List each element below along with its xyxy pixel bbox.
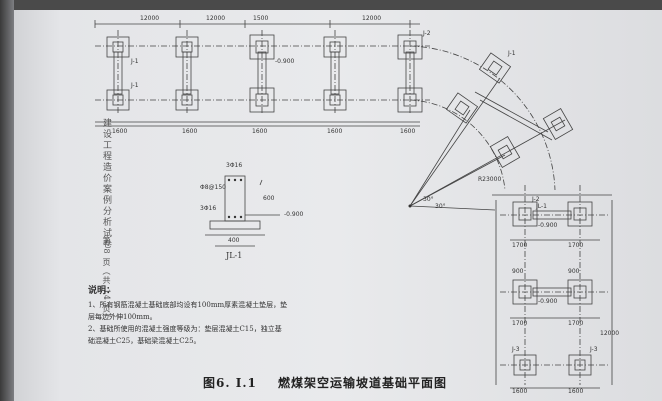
top-shadow xyxy=(0,0,662,10)
label-j1-a: J-1 xyxy=(131,58,139,65)
side-exam-title: 建设工程造价案例分析试卷 xyxy=(101,118,111,250)
dim-width-8: 900 xyxy=(512,268,524,275)
dim-width-1: 1600 xyxy=(112,128,128,135)
dim-width-4: 1600 xyxy=(327,128,343,135)
dim-width-9: 900 xyxy=(568,268,580,275)
section-bar-bot: 3Φ16 xyxy=(200,205,217,212)
section-bar-top: 3Φ16 xyxy=(226,162,243,169)
label-angle-a: 30° xyxy=(423,196,434,203)
dim-width-13: 1600 xyxy=(568,388,584,395)
dim-span-3: 12000 xyxy=(362,15,382,22)
notes-block: 说明： 1、所有钢筋混凝土基础底部均设有100mm厚素混凝土垫层，垫层每边外伸1… xyxy=(88,285,288,347)
notes-item-1: 1、所有钢筋混凝土基础底部均设有100mm厚素混凝土垫层，垫层每边外伸100mm… xyxy=(88,301,288,321)
dim-width-3: 1600 xyxy=(252,128,268,135)
dim-width-11: 1700 xyxy=(568,320,584,327)
dim-width-10: 1700 xyxy=(512,320,528,327)
label-j3-a: J-3 xyxy=(512,346,520,353)
section-stirrup: Φ8@150 xyxy=(200,184,226,191)
label-elev-b: -0.900 xyxy=(538,222,558,229)
section-elev: -0.900 xyxy=(284,211,304,218)
dim-width-2: 1600 xyxy=(182,128,198,135)
label-jl1: JL-1 xyxy=(536,203,547,210)
dim-mid-span: 1500 xyxy=(253,15,269,22)
label-j1-b: J-1 xyxy=(131,82,139,89)
side-page-number: 第 8 页（共 14 页） xyxy=(102,236,111,323)
figure-title: 燃煤架空运输坡道基础平面图 xyxy=(278,376,448,390)
label-elev-c: -0.900 xyxy=(538,298,558,305)
section-name: JL-1 xyxy=(226,251,243,260)
figure-number: 图6. Ⅰ.1 xyxy=(203,376,257,390)
label-elev-a: -0.900 xyxy=(275,58,295,65)
label-j3-b: J-3 xyxy=(590,346,598,353)
label-radius: R23000 xyxy=(478,176,502,183)
dim-span-1: 12000 xyxy=(140,15,160,22)
figure-caption: 图6. Ⅰ.1 燃煤架空运输坡道基础平面图 xyxy=(203,374,447,391)
notes-item-2: 2、基础所使用的混凝土强度等级为：垫层混凝土C15，独立基础混凝土C25，基础梁… xyxy=(88,325,282,345)
dim-span-4: 12000 xyxy=(600,330,620,337)
dim-width-7: 1700 xyxy=(568,242,584,249)
notes-heading: 说明： xyxy=(88,286,116,296)
label-angle-b: 30° xyxy=(435,203,446,210)
label-j2-a: J-2 xyxy=(423,30,431,37)
section-height: 600 xyxy=(263,195,275,202)
dim-width-5: 1600 xyxy=(400,128,416,135)
dim-width-6: 1700 xyxy=(512,242,528,249)
dim-width-12: 1600 xyxy=(512,388,528,395)
dim-span-2: 12000 xyxy=(206,15,226,22)
section-dim-bottom: 400 xyxy=(228,237,240,244)
left-shadow xyxy=(0,0,14,401)
label-j2-b: J-2 xyxy=(532,196,540,203)
label-j1-c: J-1 xyxy=(508,50,516,57)
